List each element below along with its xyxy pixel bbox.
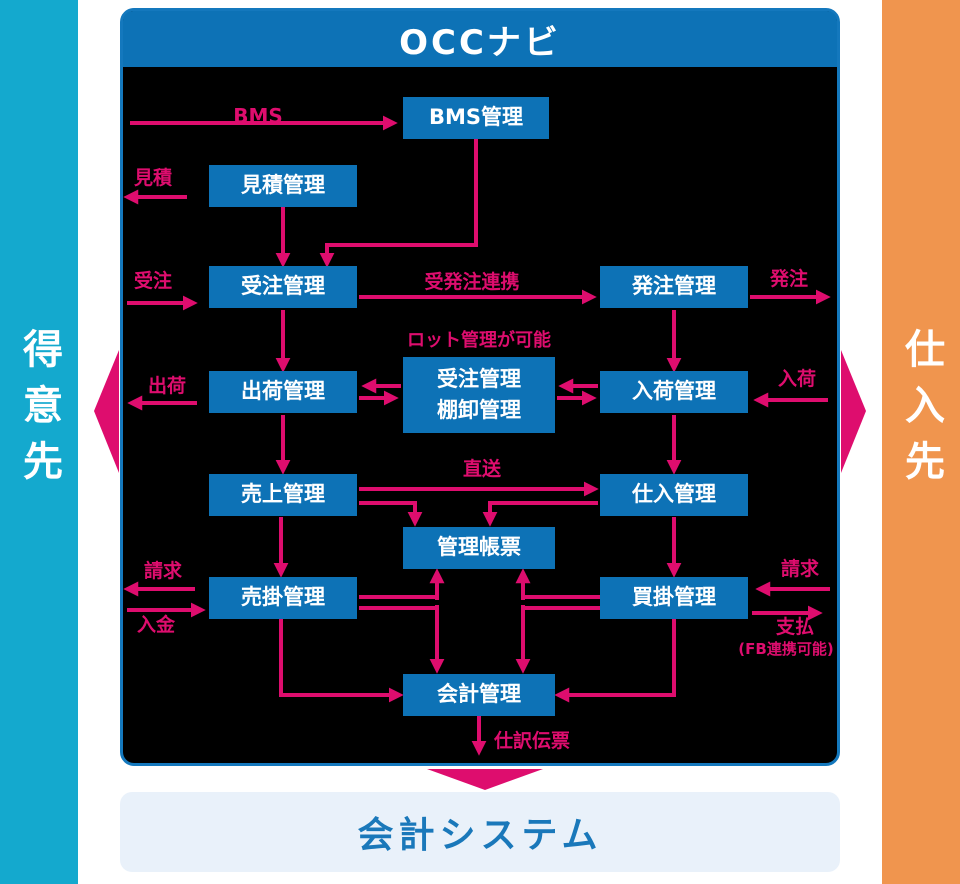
arrow-receivables-to-accounting	[279, 619, 404, 703]
edge-label-invoice-left: 請求	[143, 560, 182, 582]
arrow-sales-to-reports	[359, 501, 423, 527]
customer-label: 得意先	[16, 328, 62, 496]
edge-label-deposit: 入金	[136, 614, 175, 636]
edge-label-shipping: 出荷	[147, 375, 186, 397]
node-sales-management: 売上管理	[209, 474, 357, 516]
edge-label-order-po-link: 受発注連携	[424, 271, 520, 293]
edge-label-order: 受注	[133, 270, 172, 292]
accounting-system-label: 会計システム	[357, 815, 603, 856]
node-purchase-order-management: 発注管理	[600, 266, 748, 308]
big-arrow-to-supplier	[841, 350, 866, 473]
accounting-system-box: 会計システム	[120, 792, 840, 872]
node-quote-management: 見積管理	[209, 165, 357, 207]
big-arrow-to-accounting	[427, 769, 543, 790]
arrow-purchase-to-reports	[482, 501, 598, 527]
supplier-label: 仕入先	[898, 328, 944, 496]
node-order-management: 受注管理	[209, 266, 357, 308]
node-center-inventory: 受注管理 棚卸管理	[403, 357, 555, 433]
edge-label-lot-note: ロット管理が可能	[407, 330, 551, 351]
sidebar-supplier: 仕入先	[882, 0, 960, 884]
big-arrow-to-customer	[94, 350, 119, 473]
node-receivables-management: 売掛管理	[209, 577, 357, 619]
edge-label-direct-shipping: 直送	[462, 458, 501, 480]
edge-label-invoice-right: 請求	[780, 558, 819, 580]
edge-label-purchase-order: 発注	[769, 268, 808, 290]
sidebar-customer: 得意先	[0, 0, 78, 884]
occ-navi-title: OCCナビ	[123, 11, 837, 67]
node-shipping-management: 出荷管理	[209, 371, 357, 413]
node-management-reports: 管理帳票	[403, 527, 555, 569]
node-accounting-management: 会計管理	[403, 674, 555, 716]
edge-label-payment: 支払	[775, 616, 814, 638]
arrow-bms-to-order	[319, 139, 478, 268]
node-payables-management: 買掛管理	[600, 577, 748, 619]
edge-label-journal-voucher: 仕訳伝票	[494, 730, 571, 752]
node-receiving-management: 入荷管理	[600, 371, 748, 413]
edge-label-receiving: 入荷	[777, 368, 816, 390]
edge-label-bms: BMS	[233, 104, 283, 128]
edge-label-fb-note: (FB連携可能)	[738, 640, 834, 658]
arrow-payables-to-accounting	[554, 619, 676, 703]
node-bms-management: BMS管理	[403, 97, 549, 139]
edge-label-quote: 見積	[133, 167, 172, 189]
node-purchase-management: 仕入管理	[600, 474, 748, 516]
